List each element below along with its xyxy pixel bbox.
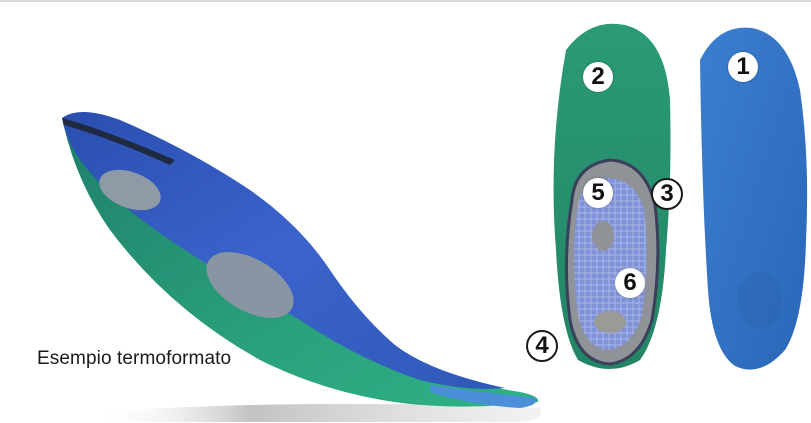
insole-grey-spot-2 xyxy=(594,311,626,333)
insole-grey-spot-1 xyxy=(592,221,614,251)
label-5: 5 xyxy=(583,178,613,208)
label-1: 1 xyxy=(728,52,758,82)
caption-text: Esempio termoformato xyxy=(37,348,231,370)
label-2: 2 xyxy=(583,62,613,92)
label-4: 4 xyxy=(526,330,558,362)
insole-top-blue-heel-shade xyxy=(738,272,782,328)
label-6: 6 xyxy=(615,268,645,298)
label-3: 3 xyxy=(651,178,683,210)
ground-shadow xyxy=(95,404,541,422)
